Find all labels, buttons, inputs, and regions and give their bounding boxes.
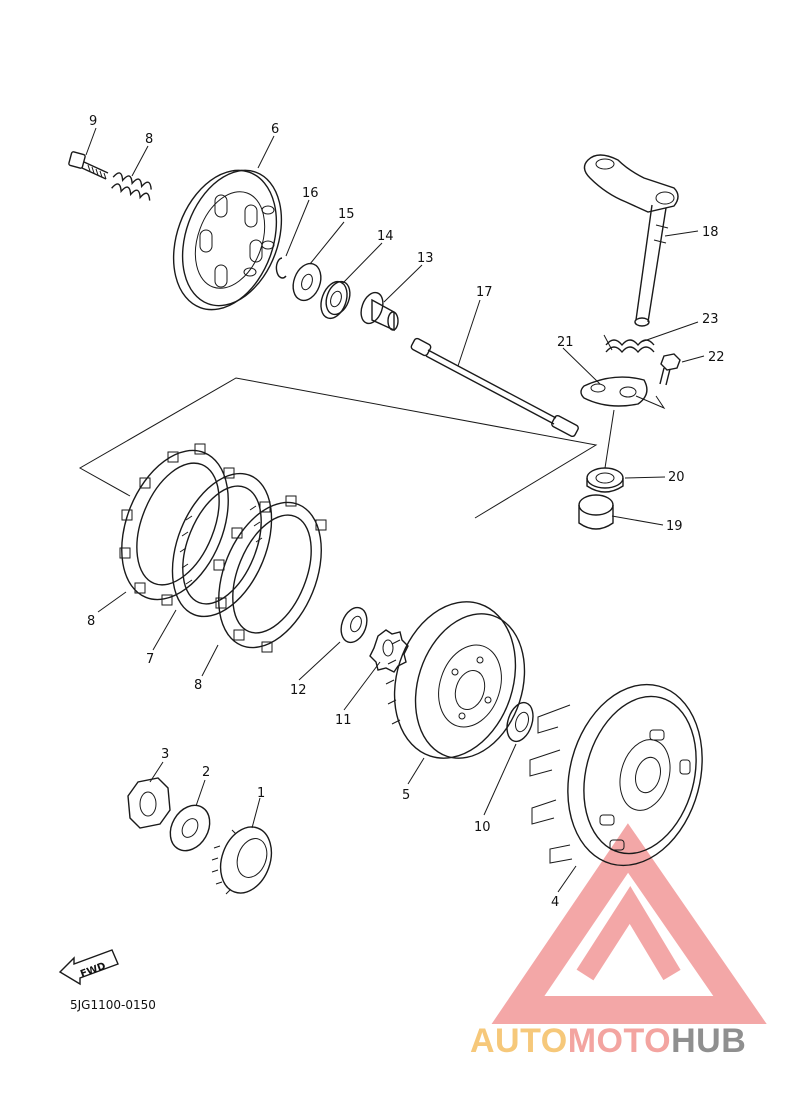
callout-16: 15 xyxy=(338,207,355,222)
callout-5: 5 xyxy=(402,788,410,803)
fwd-arrow: FWD xyxy=(58,949,119,986)
callout-6: 6 xyxy=(271,122,279,137)
callout-15: 14 xyxy=(377,229,394,244)
plate-stack-boundary xyxy=(78,377,598,519)
part-14-push-rod xyxy=(360,291,399,332)
part-21-bearing xyxy=(586,467,624,493)
callout-9: 8 xyxy=(145,132,153,147)
callout-20: 19 xyxy=(666,519,683,534)
watermark-moto: MOTO xyxy=(568,1022,671,1060)
leader-lines xyxy=(85,127,705,893)
callout-4: 4 xyxy=(551,895,559,910)
part-12-lock-washer xyxy=(369,629,409,673)
part-8-friction-plate-a xyxy=(119,443,235,606)
callout-8-b: 8 xyxy=(194,678,202,693)
callout-24: 23 xyxy=(702,312,719,327)
callout-10: 9 xyxy=(89,114,97,129)
part-6-pressure-plate xyxy=(172,169,283,311)
callout-1: 1 xyxy=(257,786,265,801)
callout-21: 20 xyxy=(668,470,685,485)
watermark-auto: AUTO xyxy=(470,1022,568,1060)
part-10-bolt xyxy=(68,151,109,180)
part-3-nut xyxy=(127,777,171,829)
part-2-washer xyxy=(169,804,211,852)
callout-23: 22 xyxy=(708,350,725,365)
part-15-bearing xyxy=(320,280,351,320)
callout-13: 12 xyxy=(290,683,307,698)
callout-8-a: 8 xyxy=(87,614,95,629)
callout-14: 13 xyxy=(417,251,434,266)
callout-labels: 9 8 6 16 15 14 13 17 18 23 21 22 20 19 8… xyxy=(87,114,725,910)
watermark-text: AUTOMOTOHUB xyxy=(470,1022,746,1060)
part-19-push-lever-shaft xyxy=(583,154,679,327)
part-22-lever-plate xyxy=(580,376,666,410)
callout-2: 2 xyxy=(202,765,210,780)
callout-22: 21 xyxy=(557,335,574,350)
callout-11: 10 xyxy=(474,820,491,835)
part-18-push-rod-2 xyxy=(410,337,579,438)
part-5-clutch-boss xyxy=(385,601,526,759)
part-24-spring xyxy=(603,334,655,354)
callout-7: 7 xyxy=(146,652,154,667)
automotohub-logo xyxy=(491,823,767,1024)
watermark-hub: HUB xyxy=(671,1022,746,1060)
part-4-clutch-housing xyxy=(529,683,703,867)
callout-17: 16 xyxy=(302,186,319,201)
part-7-clutch-plate xyxy=(171,472,273,618)
drawing-code: 5JG1100-0150 xyxy=(70,998,156,1012)
part-9-spring xyxy=(111,172,152,201)
part-13-washer xyxy=(340,606,368,644)
part-23-screw xyxy=(659,353,681,386)
callout-18: 17 xyxy=(476,285,493,300)
callout-3: 3 xyxy=(161,747,169,762)
callout-19: 18 xyxy=(702,225,719,240)
callout-12: 11 xyxy=(335,713,352,728)
part-11-washer xyxy=(506,701,534,743)
part-1-gear xyxy=(211,826,273,895)
part-16-washer xyxy=(292,262,322,302)
part-20-collar xyxy=(578,494,614,530)
part-8-friction-plate-b xyxy=(213,495,327,653)
part-17-circlip xyxy=(275,257,287,279)
